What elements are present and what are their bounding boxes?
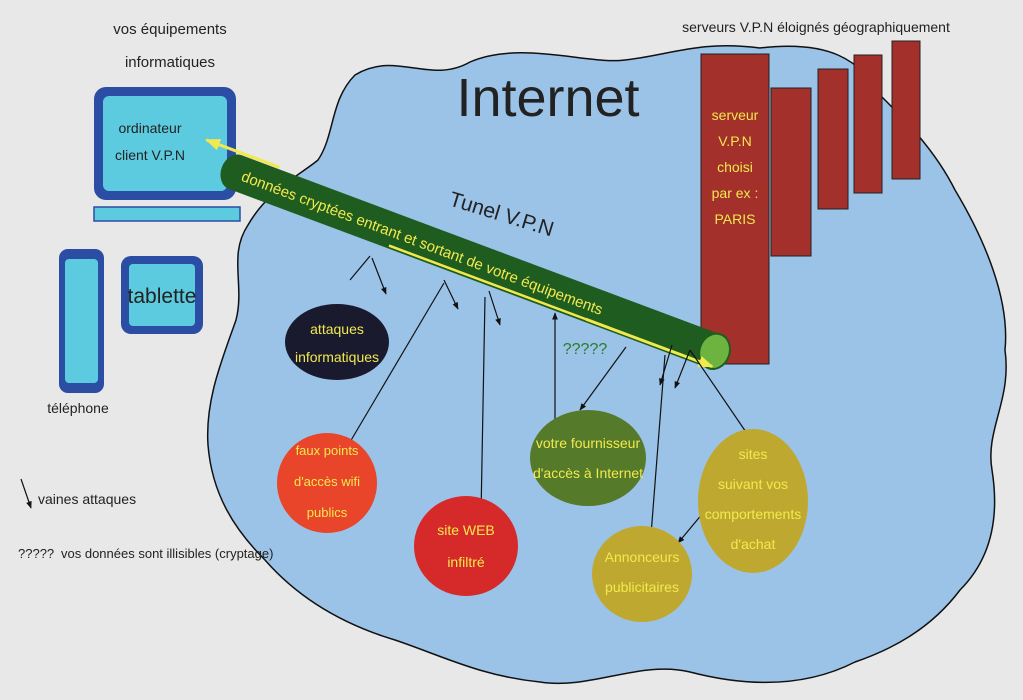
tracking-label-line3: comportements bbox=[705, 506, 801, 522]
attack-arrows bbox=[349, 255, 749, 544]
computer-label-line2: client V.P.N bbox=[115, 147, 185, 163]
tunnel-arrow-incoming bbox=[585, 317, 714, 368]
legend-arrow-icon bbox=[20, 478, 32, 509]
legend-attacks-text: vaines attaques bbox=[38, 491, 136, 507]
tablet-screen bbox=[129, 264, 195, 326]
server-distant-3 bbox=[853, 54, 883, 194]
isp-label-line2: d'accès à Internet bbox=[533, 465, 643, 481]
attacks-label-line1: attaques bbox=[310, 321, 364, 337]
tracking-label-line2: suivant vos bbox=[718, 476, 788, 492]
tracking-ellipse bbox=[698, 429, 808, 573]
web-ellipse bbox=[414, 496, 518, 596]
computer-screen bbox=[103, 96, 227, 191]
web-label-line1: site WEB bbox=[437, 522, 495, 538]
isp-label-line1: votre fournisseur bbox=[536, 435, 641, 451]
wifi-label-line3: publics bbox=[307, 505, 348, 520]
devices-heading-line2: informatiques bbox=[125, 54, 215, 71]
servers-heading: serveurs V.P.N éloignés géographiquement bbox=[682, 19, 950, 35]
computer-base bbox=[93, 206, 241, 222]
attacks-ellipse bbox=[285, 304, 389, 380]
advertisers-ellipse bbox=[592, 526, 692, 622]
computer-label-line1: ordinateur bbox=[118, 120, 181, 136]
server-distant-2 bbox=[817, 68, 849, 210]
legend-marks-text: vos données sont illisibles (cryptage) bbox=[61, 546, 273, 561]
server-chosen-line4: par ex : bbox=[712, 185, 759, 201]
tablet-label: tablette bbox=[128, 285, 197, 308]
server-chosen-line5: PARIS bbox=[715, 211, 756, 227]
advertisers-label-line2: publicitaires bbox=[605, 579, 679, 595]
server-chosen-line3: choisi bbox=[717, 159, 753, 175]
server-distant-4 bbox=[891, 40, 921, 180]
tracking-label-line4: d'achat bbox=[731, 536, 776, 552]
wifi-label-line1: faux points bbox=[296, 443, 359, 458]
internet-label: Internet bbox=[456, 68, 639, 128]
tracking-label-line1: sites bbox=[739, 446, 768, 462]
phone-screen bbox=[65, 259, 98, 383]
isp-ellipse bbox=[530, 410, 646, 506]
devices-heading-line1: vos équipements bbox=[113, 21, 226, 38]
attacks-label-line2: informatiques bbox=[295, 349, 379, 365]
legend-marks-symbol: ????? bbox=[18, 546, 54, 561]
encrypted-marks: ????? bbox=[563, 341, 608, 358]
wifi-ellipse bbox=[277, 433, 377, 533]
phone-label: téléphone bbox=[47, 400, 109, 416]
tunnel-arrow-outgoing bbox=[205, 138, 280, 169]
server-chosen bbox=[700, 53, 770, 365]
web-label-line2: infiltré bbox=[447, 554, 485, 570]
server-chosen-line2: V.P.N bbox=[718, 133, 751, 149]
wifi-label-line2: d'accès wifi bbox=[294, 474, 360, 489]
tunnel-underline bbox=[388, 244, 587, 321]
server-distant-1 bbox=[770, 87, 812, 257]
advertisers-label-line1: Annonceurs bbox=[605, 549, 680, 565]
server-chosen-line1: serveur bbox=[712, 107, 759, 123]
